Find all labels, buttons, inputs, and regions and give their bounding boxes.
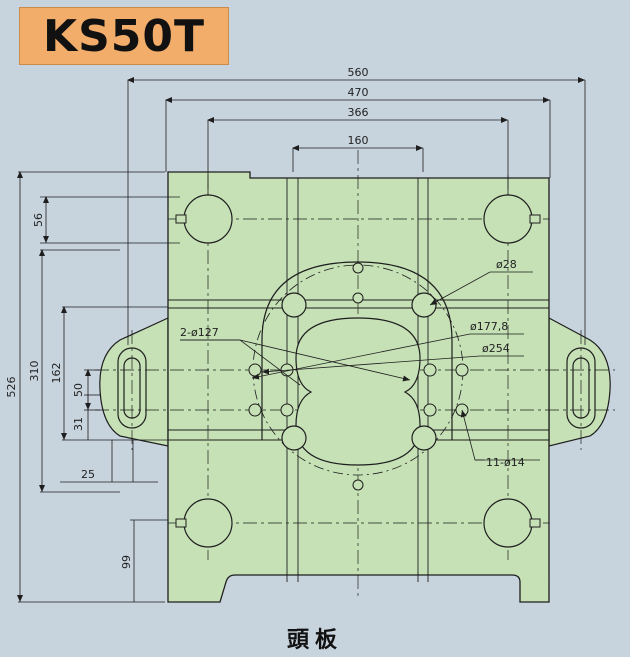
model-title: KS50T	[42, 10, 206, 62]
dim-50: 50	[72, 383, 85, 397]
right-ear	[548, 316, 611, 447]
callout-11x14: 11-ø14	[486, 456, 525, 469]
corner-holes	[183, 194, 533, 548]
callout-d254: ø254	[482, 342, 510, 355]
callout-d28: ø28	[496, 258, 517, 271]
dim-366: 366	[348, 106, 369, 119]
horizontal-dimensions	[60, 77, 586, 483]
dim-526: 526	[5, 377, 18, 398]
callout-2x127: 2-ø127	[180, 326, 219, 339]
vertical-dimensions	[17, 171, 180, 603]
holes-14	[248, 262, 469, 491]
dim-160: 160	[348, 134, 369, 147]
drawing-caption: 頭板	[286, 628, 343, 653]
corner-hole-lugs	[175, 214, 541, 528]
dim-99: 99	[120, 555, 133, 569]
dim-56: 56	[32, 213, 45, 227]
dim-31: 31	[72, 417, 85, 431]
dim-560: 560	[348, 66, 369, 79]
center-opening	[295, 317, 421, 466]
dim-310: 310	[28, 361, 41, 382]
dim-470: 470	[348, 86, 369, 99]
left-ear	[99, 317, 169, 447]
dim-25: 25	[81, 468, 95, 481]
dim-162: 162	[50, 363, 63, 384]
callout-d177: ø177,8	[470, 320, 508, 333]
title-box: KS50T	[19, 7, 229, 65]
leader-lines	[180, 271, 540, 461]
